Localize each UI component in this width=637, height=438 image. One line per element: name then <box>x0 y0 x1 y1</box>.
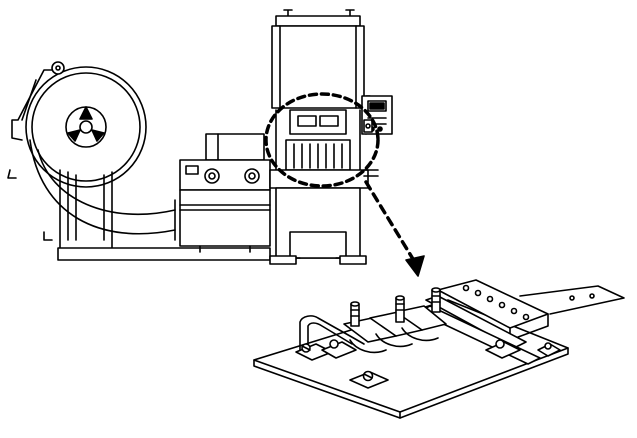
die-set-detail <box>253 279 625 419</box>
straightener-feeder <box>179 133 271 253</box>
die-area-highlight <box>264 92 380 188</box>
press <box>269 9 379 265</box>
control-panel <box>361 95 393 135</box>
coil-uncoiler <box>7 61 271 261</box>
detail-arrow <box>364 180 425 277</box>
